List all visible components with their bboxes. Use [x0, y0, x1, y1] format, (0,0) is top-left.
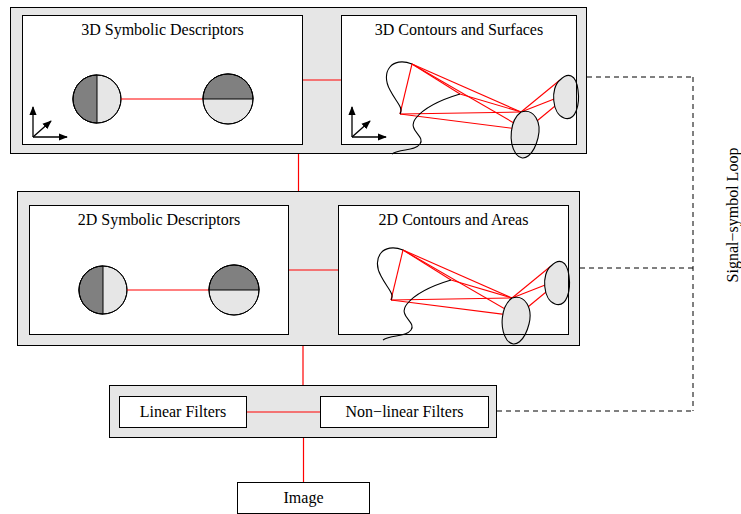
connector-line: [247, 411, 320, 412]
box-title: 2D Symbolic Descriptors: [30, 211, 288, 229]
filter-box: Non−linear Filters: [320, 396, 489, 428]
box-label: Non−linear Filters: [321, 403, 488, 421]
layer-band: Linear Filters Non−linear Filters: [109, 385, 497, 438]
contour-box: 3D Contours and Surfaces: [341, 15, 577, 145]
contour-box: 2D Contours and Areas: [338, 205, 569, 335]
box-label: Image: [238, 489, 369, 507]
filter-box: Linear Filters: [119, 396, 247, 428]
layer-band: 2D Symbolic Descriptors 2D Contours and A…: [17, 191, 580, 346]
connector-line: [303, 79, 341, 80]
box-title: 2D Contours and Areas: [339, 211, 568, 229]
loop-label: Signal−symbol Loop: [724, 148, 741, 283]
descriptor-box: 3D Symbolic Descriptors: [22, 15, 303, 145]
connector-line: [289, 269, 338, 270]
connector-line: [302, 346, 303, 385]
connector-line: [303, 438, 304, 482]
box-title: 3D Contours and Surfaces: [342, 21, 576, 39]
layer-band: 3D Symbolic Descriptors 3D Contours and S…: [10, 7, 587, 154]
connector-line: [298, 154, 299, 191]
box-title: 3D Symbolic Descriptors: [23, 21, 302, 39]
image-box: Image: [237, 482, 370, 514]
box-label: Linear Filters: [120, 403, 246, 421]
descriptor-box: 2D Symbolic Descriptors: [29, 205, 289, 335]
